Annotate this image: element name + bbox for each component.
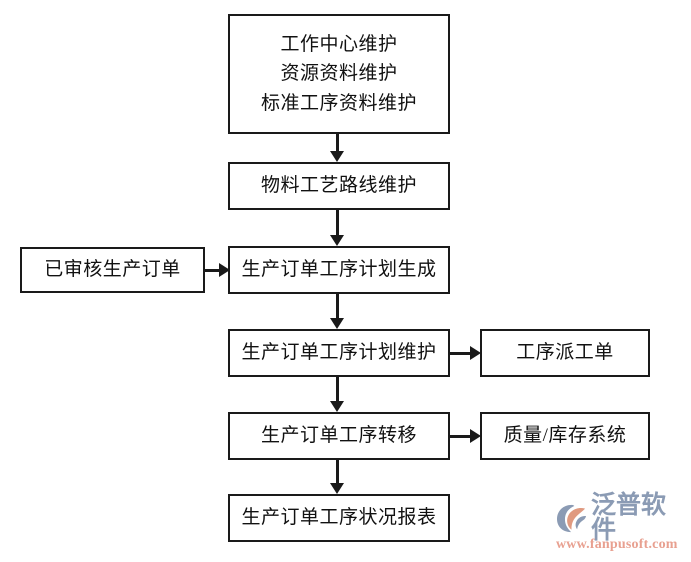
- node-operation-transfer[interactable]: 生产订单工序转移: [228, 412, 450, 460]
- arrow-shaft: [335, 134, 339, 154]
- arrow-shaft: [335, 460, 339, 486]
- node-basic-data-line-3: 标准工序资料维护: [260, 92, 417, 114]
- node-status-report[interactable]: 生产订单工序状况报表: [228, 494, 450, 542]
- arrow-head: [330, 151, 344, 162]
- arrow-approved-order-to-plan-generate: [205, 256, 230, 284]
- arrow-basic-data-to-routing: [323, 134, 351, 162]
- arrow-plan-maintain-to-operation-transfer: [323, 377, 351, 412]
- arrow-head: [470, 346, 481, 360]
- arrow-head: [330, 318, 344, 329]
- node-basic-data-line-2: 资源资料维护: [280, 63, 398, 85]
- arrow-shaft: [450, 434, 472, 438]
- node-plan-generate-label: 生产订单工序计划生成: [241, 259, 437, 281]
- node-plan-generate[interactable]: 生产订单工序计划生成: [228, 246, 450, 294]
- arrow-head: [330, 401, 344, 412]
- arrow-shaft: [335, 294, 339, 321]
- arrow-head: [219, 263, 230, 277]
- node-routing-label: 物料工艺路线维护: [260, 175, 417, 197]
- fanpusoft-logo-icon: [557, 504, 587, 533]
- arrow-head: [330, 483, 344, 494]
- node-plan-maintain-label: 生产订单工序计划维护: [241, 342, 437, 364]
- node-quality-inventory[interactable]: 质量/库存系统: [480, 412, 650, 460]
- arrow-shaft: [205, 268, 222, 272]
- arrow-operation-transfer-to-status-report: [323, 460, 351, 494]
- arrow-routing-to-plan-generate: [323, 210, 351, 246]
- node-basic-data-line-1: 工作中心维护: [280, 33, 398, 55]
- node-quality-inventory-label: 质量/库存系统: [503, 425, 627, 447]
- node-basic-data[interactable]: 工作中心维护 资源资料维护 标准工序资料维护: [228, 14, 450, 134]
- node-plan-maintain[interactable]: 生产订单工序计划维护: [228, 329, 450, 377]
- arrow-shaft: [335, 210, 339, 238]
- watermark-brand: 泛普软件: [591, 491, 667, 544]
- arrow-operation-transfer-to-quality-inventory: [450, 422, 481, 450]
- node-status-report-label: 生产订单工序状况报表: [241, 507, 437, 529]
- watermark-top-row: 泛普软件: [556, 493, 688, 543]
- arrow-head: [330, 235, 344, 246]
- node-approved-order-label: 已审核生产订单: [44, 259, 181, 281]
- node-routing[interactable]: 物料工艺路线维护: [228, 162, 450, 210]
- node-operation-transfer-label: 生产订单工序转移: [260, 425, 417, 447]
- watermark-fanpusoft: 泛普软件 www.fanpusoft.com: [556, 493, 688, 558]
- arrow-plan-generate-to-plan-maintain: [323, 294, 351, 329]
- arrow-head: [470, 429, 481, 443]
- watermark-url: www.fanpusoft.com: [556, 537, 678, 552]
- node-approved-order[interactable]: 已审核生产订单: [20, 247, 205, 293]
- node-dispatch-order-label: 工序派工单: [516, 342, 614, 364]
- node-dispatch-order[interactable]: 工序派工单: [480, 329, 650, 377]
- arrow-shaft: [450, 351, 472, 355]
- arrow-plan-maintain-to-dispatch-order: [450, 339, 481, 367]
- arrow-shaft: [335, 377, 339, 404]
